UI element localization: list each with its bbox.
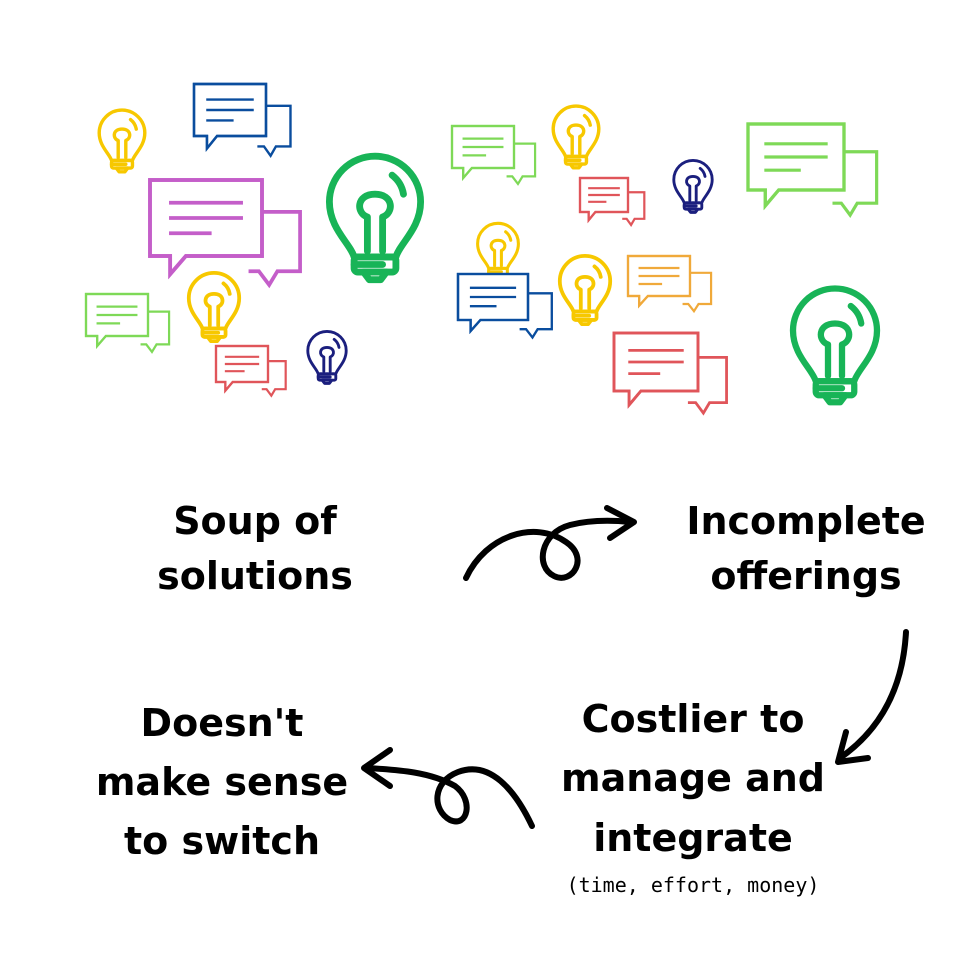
- bulb-icon: [186, 271, 242, 344]
- arrow-costlier-to-doesnt: [361, 747, 535, 829]
- node-text-line: Doesn't: [140, 701, 304, 745]
- node-text-line: Soup of: [173, 499, 337, 543]
- chat-icon: [214, 344, 287, 398]
- bulb-icon: [551, 104, 601, 170]
- chat-icon: [450, 124, 537, 186]
- icon-cluster: [84, 82, 881, 416]
- chat-icon: [746, 122, 879, 218]
- node-soup-of-solutions: Soup of solutions: [140, 494, 370, 605]
- node-text-line: solutions: [157, 554, 353, 599]
- chat-icon: [192, 82, 292, 158]
- node-text-line: to switch: [124, 818, 320, 863]
- chat-icon: [148, 178, 302, 289]
- bulb-icon: [672, 159, 714, 214]
- chat-icon: [84, 292, 171, 354]
- node-text-line: integrate: [593, 815, 793, 860]
- bulb-icon: [306, 330, 348, 385]
- node-costlier-note: (time, effort, money): [566, 873, 820, 897]
- node-incomplete-offerings: Incomplete offerings: [670, 494, 942, 605]
- arrow-soup-to-incomplete: [463, 505, 637, 581]
- chat-icon: [578, 176, 646, 227]
- chat-icon: [612, 331, 728, 416]
- node-text-line: manage and: [560, 756, 826, 801]
- chat-icon: [626, 254, 713, 314]
- bulb-icon: [557, 254, 613, 327]
- node-costlier-to-manage: Costlier to manage and integrate: [548, 690, 838, 868]
- node-text-line: Incomplete: [686, 499, 926, 543]
- arrow-incomplete-to-costlier: [835, 629, 909, 765]
- bulb-icon: [325, 152, 425, 284]
- bulb-icon: [97, 108, 147, 174]
- flow-arrows: [361, 505, 909, 829]
- bulb-icon: [476, 221, 520, 281]
- node-text-line: make sense: [95, 759, 349, 804]
- chat-icon: [456, 272, 553, 340]
- node-doesnt-make-sense: Doesn't make sense to switch: [92, 694, 352, 871]
- bulb-icon: [789, 285, 881, 406]
- node-text-line: Costlier to: [581, 697, 805, 741]
- node-text-line: offerings: [710, 554, 902, 599]
